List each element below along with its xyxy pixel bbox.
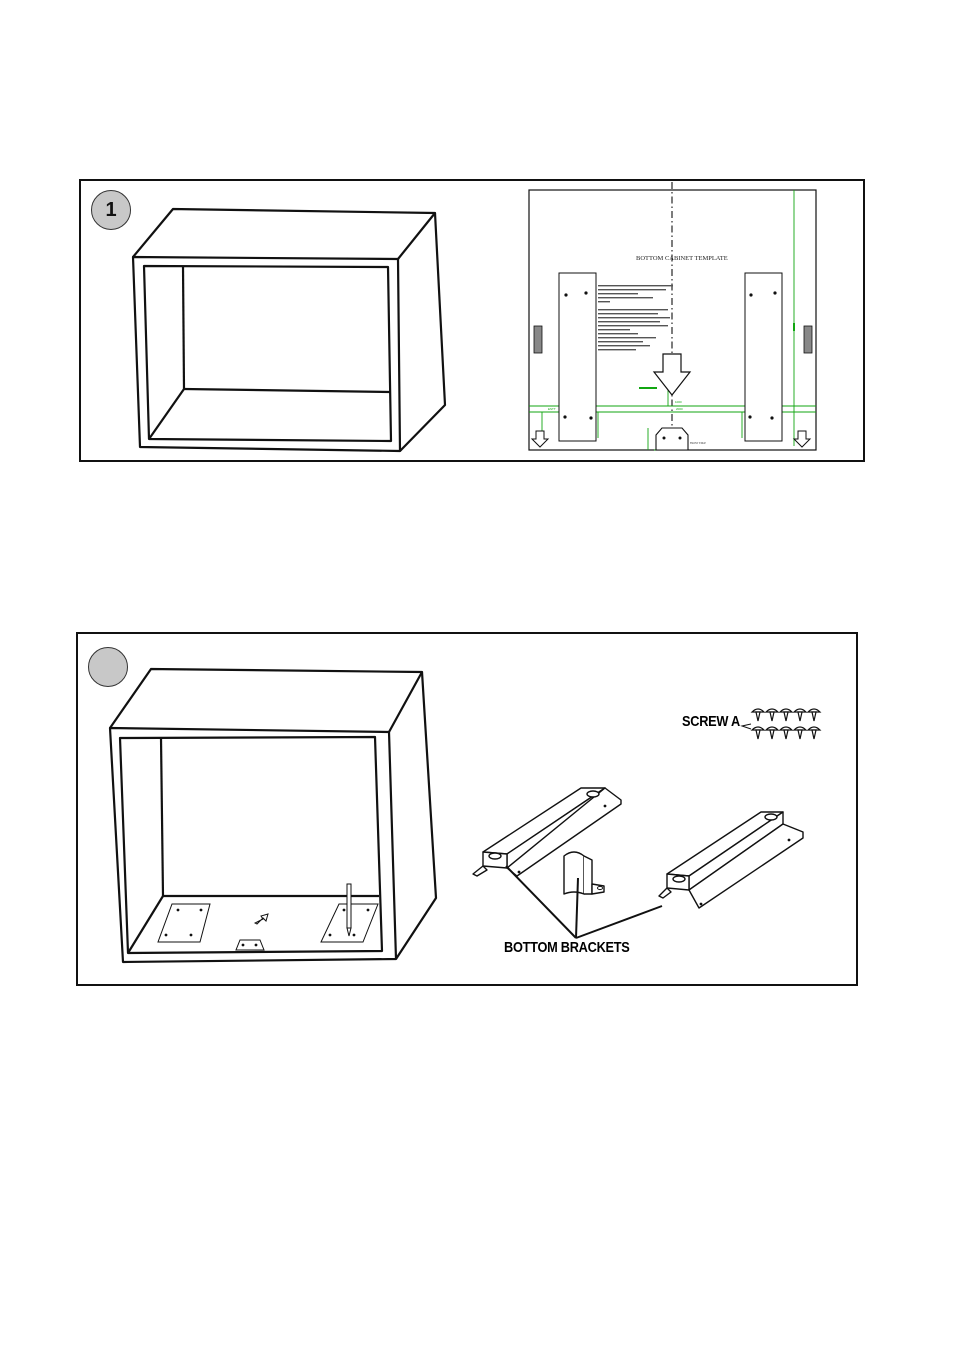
screw-shank [769, 729, 775, 740]
template-front-label: FRONT EDGE [690, 442, 706, 445]
screw-shank [797, 711, 803, 722]
screw-icon [778, 726, 794, 731]
corner-arrow-left-icon [530, 430, 550, 448]
cabinet-with-bracket-marks-illustration [108, 667, 438, 964]
bottom-cabinet-template: ESTT 2254 1000 2254 2000 BOTTOM CABINET … [528, 182, 817, 451]
screw-icon [806, 708, 822, 713]
center-bracket-outline [655, 427, 689, 451]
screw-icon [792, 726, 808, 731]
screw-shank [783, 711, 789, 722]
screw-icon [764, 726, 780, 731]
empty-cabinet-illustration [131, 207, 447, 453]
step-number-badge [88, 647, 128, 687]
long-bottom-bracket-left [472, 787, 622, 877]
screw-icon [806, 726, 822, 731]
screw-icon [792, 708, 808, 713]
insert-direction-arrow-icon [652, 353, 692, 396]
down-arrow-icon [253, 913, 269, 925]
screw-a-label: SCREW A [682, 713, 740, 730]
corner-arrow-right-icon [792, 430, 812, 448]
screw-shank [755, 711, 761, 722]
screw-shank [783, 729, 789, 740]
screw-group [740, 708, 822, 740]
screw-icon [764, 708, 780, 713]
template-title: BOTTOM CABINET TEMPLATE [636, 255, 728, 262]
svg-text:ESTT: ESTT [548, 407, 556, 411]
step-2-panel: SCREW A [76, 632, 858, 986]
screw-shank [755, 729, 761, 740]
pencil-icon [346, 883, 352, 937]
step-1-panel: 1 [79, 179, 865, 462]
screw-icon [750, 726, 766, 731]
screw-icon [750, 708, 766, 713]
screw-shank [811, 729, 817, 740]
screw-shank [797, 729, 803, 740]
step-number-badge: 1 [91, 190, 131, 230]
screw-icon [778, 708, 794, 713]
template-fine-print [598, 285, 673, 351]
bracket-callout-lines [505, 865, 663, 939]
screw-shank [769, 711, 775, 722]
svg-text:2000: 2000 [676, 407, 683, 411]
long-bottom-bracket-right [658, 811, 804, 909]
screw-shank [811, 711, 817, 722]
svg-text:1000: 1000 [675, 400, 682, 404]
small-center-bracket [563, 851, 605, 895]
bottom-brackets-label: BOTTOM BRACKETS [504, 939, 630, 956]
